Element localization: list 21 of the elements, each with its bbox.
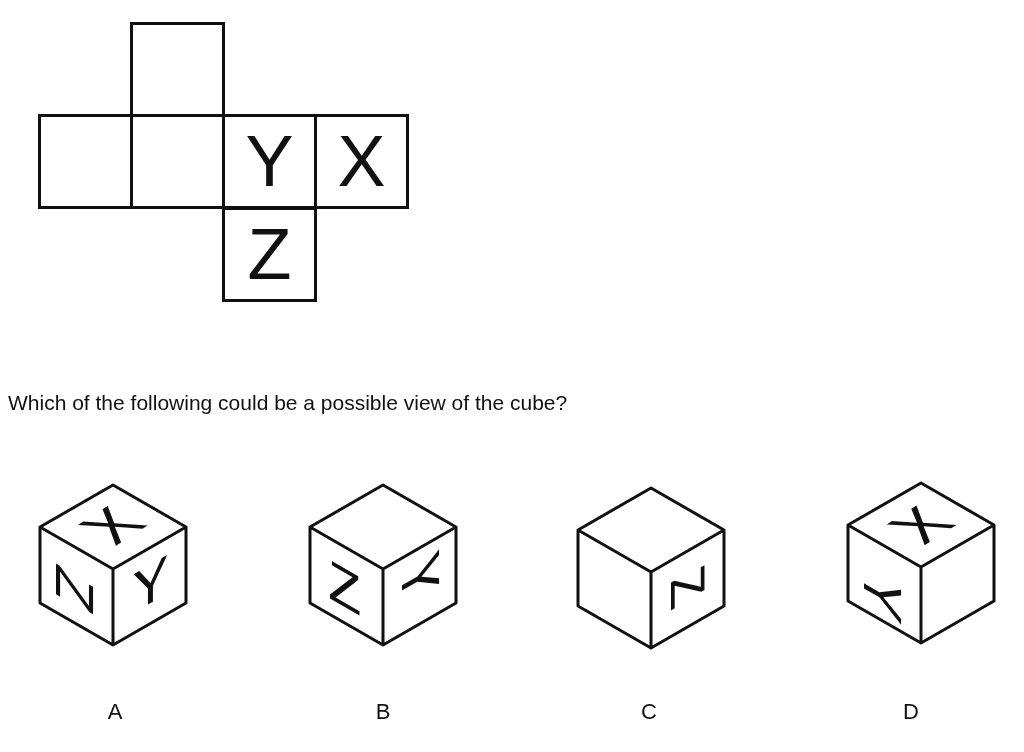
face-letter: Z xyxy=(328,557,362,618)
option-label: C xyxy=(641,701,657,723)
face-letter: X xyxy=(337,135,386,188)
question-text: Which of the following could be a possible view of the cube? xyxy=(8,390,568,416)
face-letter: X xyxy=(74,503,150,548)
face-letter: Y xyxy=(863,566,903,627)
option-label: D xyxy=(903,701,919,723)
face-letter: X xyxy=(883,503,959,547)
net-square xyxy=(130,22,225,117)
face-letter: Z xyxy=(669,561,706,613)
net-square xyxy=(222,114,317,209)
face-letter: Y xyxy=(132,552,169,615)
face-letter: Z xyxy=(55,561,95,618)
net-square xyxy=(38,114,133,209)
face-letter: Y xyxy=(400,547,441,608)
option-label: B xyxy=(375,701,391,723)
net-square xyxy=(222,207,317,302)
face-letter: Y xyxy=(245,135,294,188)
net-square xyxy=(314,114,409,209)
option-label: A xyxy=(107,701,123,723)
face-letter: Z xyxy=(247,228,292,281)
